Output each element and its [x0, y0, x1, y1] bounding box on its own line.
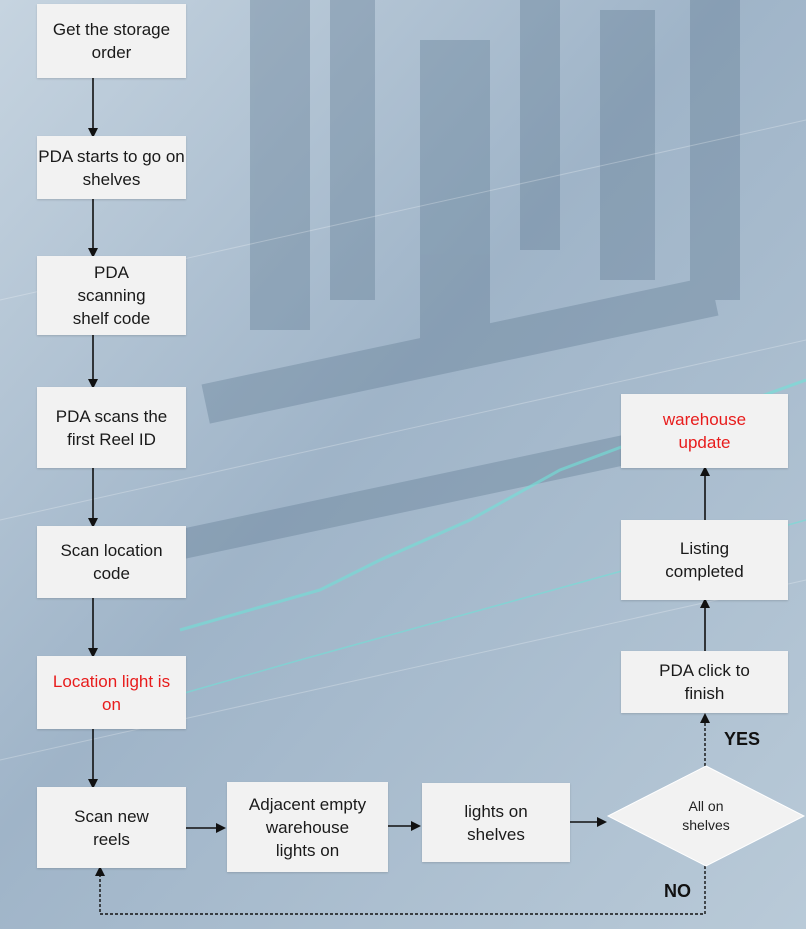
step-label: Scan new reels: [74, 806, 149, 849]
step-label: lights on shelves: [464, 801, 528, 844]
step-pda-scan-reel: PDA scans the first Reel ID: [37, 387, 186, 468]
step-label: Listing completed: [665, 539, 744, 581]
step-label: PDA click to finish: [659, 661, 750, 703]
branch-no-label: NO: [664, 881, 691, 901]
step-label: PDA scans the first Reel ID: [55, 406, 168, 449]
step-pda-start-shelves: PDA starts to go on shelves: [37, 136, 186, 199]
step-scan-location: Scan location code: [37, 526, 186, 598]
step-pda-click-finish: PDA click to finish: [621, 651, 788, 713]
decision-all-on-shelves: All on shelves: [608, 766, 804, 866]
step-scan-new-reels: Scan new reels: [37, 787, 186, 868]
step-pda-scan-shelf: PDA scanning shelf code: [37, 256, 186, 335]
decision-label: All on shelves: [682, 798, 730, 833]
step-label: PDA scanning shelf code: [72, 263, 151, 328]
step-lights-on-shelves: lights on shelves: [422, 783, 570, 862]
step-label: Scan location code: [60, 541, 163, 583]
step-adjacent-empty: Adjacent empty warehouse lights on: [227, 782, 388, 872]
step-label: PDA starts to go on shelves: [38, 146, 185, 189]
step-get-storage-order: Get the storage order: [37, 4, 186, 78]
step-label: Adjacent empty warehouse lights on: [248, 794, 367, 860]
step-listing-completed: Listing completed: [621, 520, 788, 600]
step-label: warehouse update: [662, 410, 747, 452]
step-warehouse-update: warehouse update: [621, 394, 788, 468]
step-location-light: Location light is on: [37, 656, 186, 729]
step-label: Location light is on: [52, 671, 171, 714]
step-label: Get the storage order: [52, 20, 171, 62]
branch-yes-label: YES: [724, 729, 761, 749]
